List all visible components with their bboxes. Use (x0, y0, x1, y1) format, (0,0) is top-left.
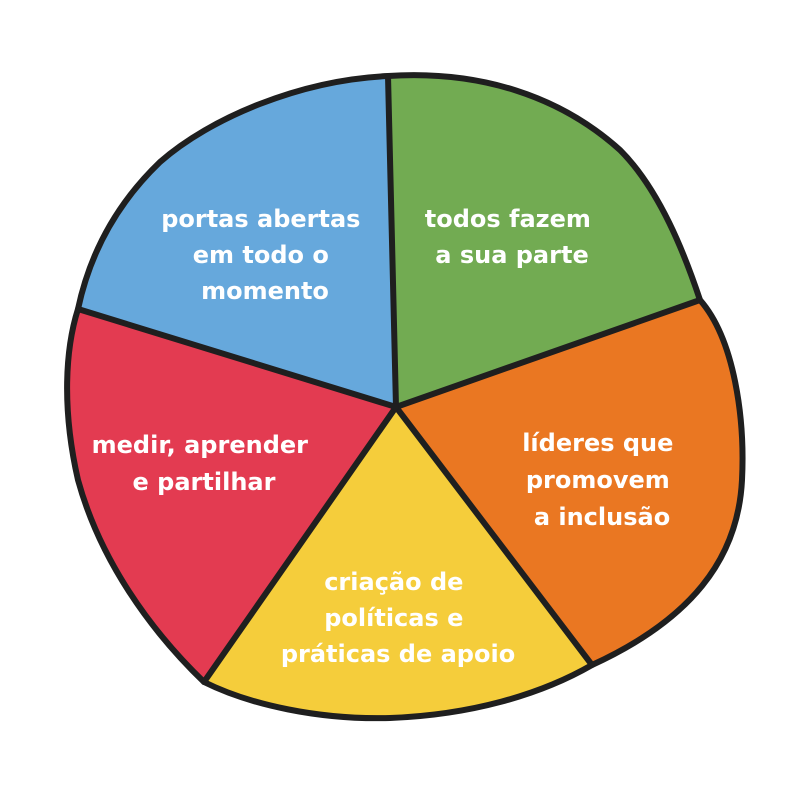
label-criacao: criação de políticas e práticas de apoio (281, 568, 515, 668)
segment-todos-fazem (388, 75, 700, 407)
label-line: medir, aprender (92, 431, 309, 459)
label-line: criação de (324, 568, 463, 596)
label-line: portas abertas (161, 205, 360, 233)
label-line: e partilhar (133, 468, 276, 496)
label-lideres: líderes que promovem a inclusão (522, 429, 682, 531)
label-line: a sua parte (435, 241, 588, 269)
label-line: momento (201, 277, 329, 305)
label-portas-abertas: portas abertas em todo o momento (161, 205, 369, 305)
segment-dividers (75, 73, 703, 685)
label-line: a inclusão (534, 503, 670, 531)
label-line: em todo o (193, 241, 329, 269)
label-line: líderes que (522, 429, 673, 457)
divider-line (201, 404, 399, 685)
label-line: promovem (526, 466, 670, 494)
label-medir: medir, aprender e partilhar (92, 431, 317, 496)
divider-line (75, 306, 399, 410)
diagram-outline (64, 72, 746, 722)
divider-line (385, 73, 399, 410)
label-line: práticas de apoio (281, 640, 515, 668)
divider-line (393, 404, 595, 668)
label-line: todos fazem (425, 205, 591, 233)
divider-line (393, 297, 703, 410)
segment-medir (67, 309, 396, 682)
label-line: políticas e (324, 604, 463, 632)
label-todos-fazem: todos fazem a sua parte (425, 205, 600, 269)
segment-portas-abertas (78, 76, 396, 407)
segment-lideres (396, 300, 743, 665)
segment-criacao (204, 407, 592, 719)
